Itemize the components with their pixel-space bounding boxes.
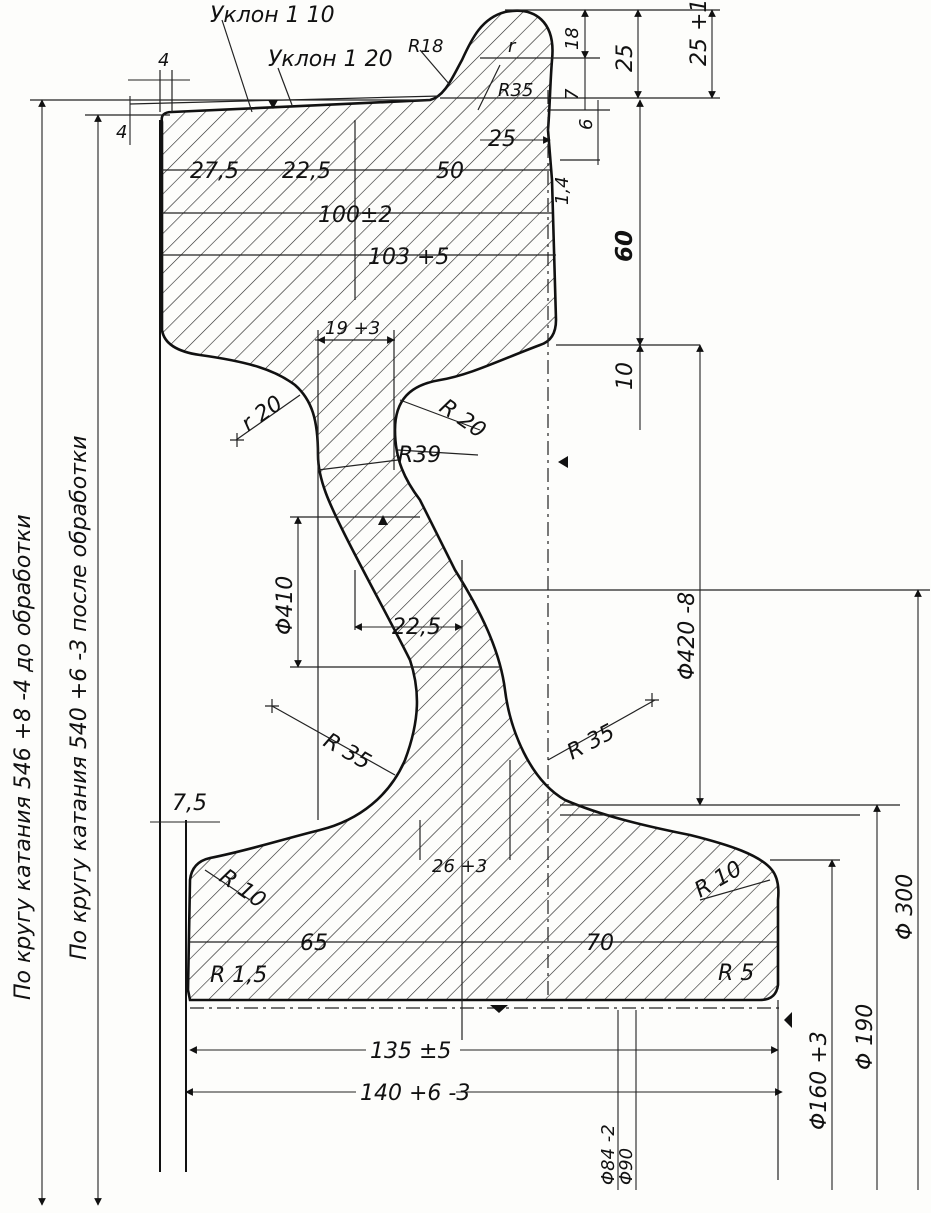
r20-right-label: R 20 <box>435 394 491 443</box>
r1-5-label: R 1,5 <box>210 963 267 988</box>
dim-300-label: Φ 300 <box>893 874 918 940</box>
dim-50-label: 50 <box>436 159 464 184</box>
dim-60-label: 60 <box>612 230 638 262</box>
dim-140-bg <box>356 1078 456 1106</box>
dim-26-label: 26 +3 <box>432 856 487 877</box>
r39-label: R39 <box>398 443 441 468</box>
dim-410-label: Φ410 <box>273 576 298 635</box>
dim-1-4-label: 1,4 <box>552 176 573 205</box>
r10-right-leader <box>699 879 771 901</box>
dim-190-label: Φ 190 <box>853 1004 878 1070</box>
r35-right-label: R 35 <box>563 720 619 766</box>
r18-label: R18 <box>408 36 443 57</box>
dim-65-label: 65 <box>300 931 328 956</box>
r20-left-label: r 20 <box>237 391 287 437</box>
finish-mark-rim <box>558 456 568 468</box>
dim-25b-label: 25 +1 <box>687 0 712 66</box>
dim-22-5-label: 22,5 <box>282 159 331 184</box>
dim-160-label: Φ160 +3 <box>807 1031 832 1130</box>
dim-4-left-label: 4 <box>116 122 127 143</box>
r-flange-label: r <box>508 36 517 57</box>
r10-left-leader <box>204 869 251 901</box>
dim-140-label: 140 +6 -3 <box>360 1081 470 1106</box>
r35-top-leader <box>477 64 501 111</box>
dim-22-5-mid-label: 22,5 <box>392 615 441 640</box>
finish-mark-bore <box>490 1005 508 1013</box>
dim-90-label: Φ90 <box>616 1148 637 1185</box>
dim-10-label: 10 <box>613 362 638 390</box>
r35-right-leader <box>547 699 656 761</box>
center-mark-r35-right <box>645 693 659 707</box>
dim-100-label: 100±2 <box>318 203 392 228</box>
r20-left-leader <box>235 394 301 441</box>
dim-25-label: 25 <box>613 44 638 72</box>
finish-mark-web <box>378 515 388 525</box>
dim-27-5-label: 27,5 <box>190 159 239 184</box>
r35-left-label: R 35 <box>319 729 375 776</box>
r18-leader <box>419 49 451 86</box>
dim-420-label: Φ420 -8 <box>675 592 700 680</box>
r35-left-leader <box>271 705 396 776</box>
before-machining-note: По кругу катания 546 +8 -4 до обработки <box>11 514 36 1000</box>
slope-line <box>129 95 441 105</box>
after-machining-note: По кругу катания 540 +6 -3 после обработ… <box>67 435 92 960</box>
slope10-leader <box>221 19 253 113</box>
dim-7-5-label: 7,5 <box>172 791 207 816</box>
r39-line <box>317 459 399 471</box>
dim-70-label: 70 <box>586 931 614 956</box>
finish-mark-hub <box>784 1012 792 1028</box>
dim-7-label: 7 <box>562 88 583 100</box>
dim-103-label: 103 +5 <box>368 245 449 270</box>
center-mark-r35-left <box>265 699 279 713</box>
dim-18-label: 18 <box>562 27 583 50</box>
center-mark-r20-left <box>230 433 244 447</box>
slope-mark <box>268 100 278 109</box>
dim-135-bg <box>366 1037 460 1063</box>
wheel-section-outline <box>160 9 780 1002</box>
slope-1-20-label: Уклон 1 20 <box>268 47 393 72</box>
dim-6-label: 6 <box>576 119 597 130</box>
slope-1-10-label: Уклон 1 10 <box>210 3 335 28</box>
r5-label: R 5 <box>718 961 754 986</box>
dim-25-rim-label: 25 <box>488 127 516 152</box>
slope20-leader <box>277 67 293 106</box>
dim-135-label: 135 ±5 <box>370 1039 451 1064</box>
r20-right-leader <box>399 399 481 431</box>
r39-leader <box>397 449 479 456</box>
dim-19-label: 19 +3 <box>325 318 380 339</box>
dim-84-label: Φ84 -2 <box>598 1124 619 1185</box>
dim-4-top-label: 4 <box>158 50 169 71</box>
r35-top-label: R35 <box>498 80 533 101</box>
